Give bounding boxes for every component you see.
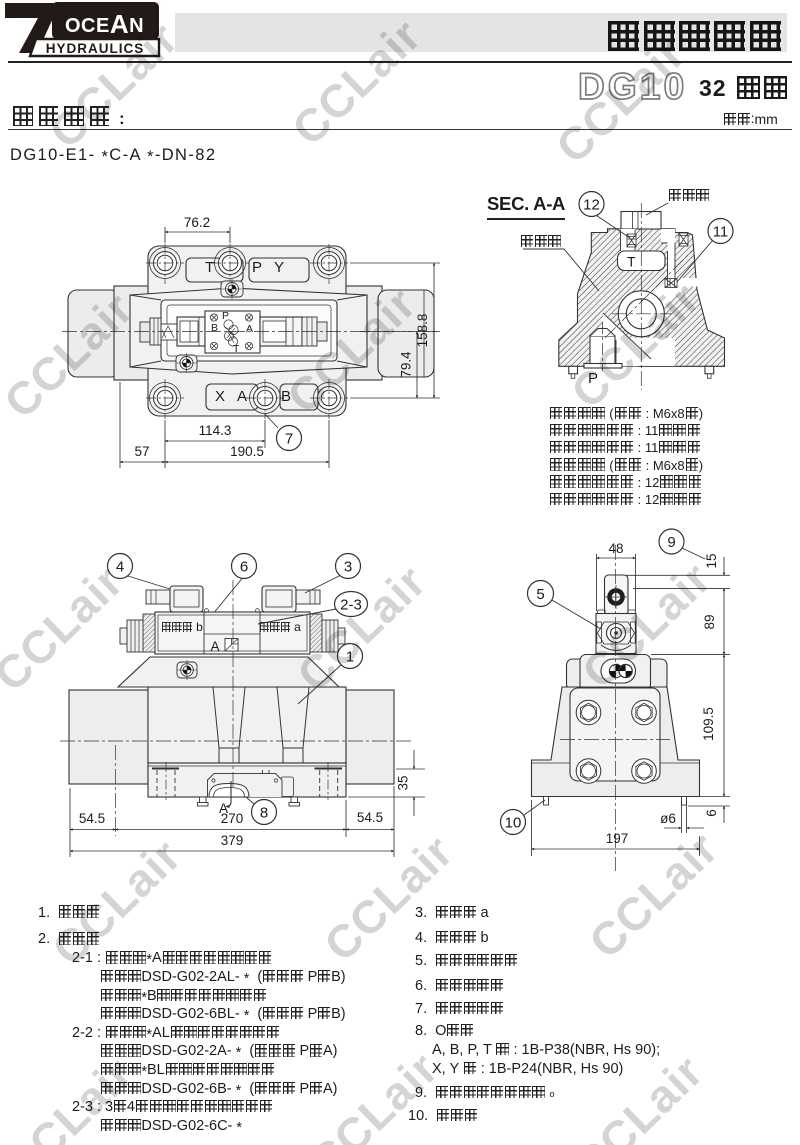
svg-text:5: 5 xyxy=(536,586,544,603)
svg-text:79.4: 79.4 xyxy=(399,351,414,378)
svg-text:T: T xyxy=(627,254,636,270)
svg-text:6: 6 xyxy=(704,809,719,817)
svg-text:A: A xyxy=(211,639,220,654)
svg-text:8: 8 xyxy=(260,805,268,822)
svg-text:P: P xyxy=(252,259,262,276)
svg-text:Y: Y xyxy=(274,259,284,276)
svg-text:A: A xyxy=(246,323,253,335)
svg-text:109.5: 109.5 xyxy=(701,707,716,741)
svg-text:4: 4 xyxy=(116,559,124,576)
svg-text:114.3: 114.3 xyxy=(199,423,232,438)
svg-text:B: B xyxy=(211,322,218,334)
svg-text:B: B xyxy=(281,388,291,405)
svg-text:10: 10 xyxy=(505,815,522,832)
svg-text:T: T xyxy=(233,343,240,355)
svg-text:158.8: 158.8 xyxy=(415,314,430,348)
svg-text:3: 3 xyxy=(344,559,352,576)
svg-text:T: T xyxy=(205,259,214,276)
svg-text:DG10: DG10 xyxy=(578,66,687,106)
svg-text:270: 270 xyxy=(221,811,244,826)
svg-text:X: X xyxy=(215,388,225,405)
svg-text:54.5: 54.5 xyxy=(357,810,383,825)
svg-text:11: 11 xyxy=(713,224,729,241)
svg-text:35: 35 xyxy=(396,775,411,790)
svg-text:ø6: ø6 xyxy=(660,811,676,826)
svg-text:15: 15 xyxy=(704,553,719,568)
svg-text:190.5: 190.5 xyxy=(230,444,264,459)
svg-text:A: A xyxy=(237,388,247,405)
svg-text:379: 379 xyxy=(221,833,244,848)
svg-text:A: A xyxy=(219,801,228,816)
svg-text:2-3: 2-3 xyxy=(340,597,362,614)
svg-text:57: 57 xyxy=(134,444,149,459)
svg-text:89: 89 xyxy=(702,614,717,629)
svg-text:7: 7 xyxy=(285,431,293,448)
svg-text:9: 9 xyxy=(667,534,675,551)
svg-text:48: 48 xyxy=(608,541,623,556)
svg-text:P: P xyxy=(588,370,598,387)
svg-text:6: 6 xyxy=(240,559,248,576)
svg-text:12: 12 xyxy=(583,197,600,214)
svg-text:54.5: 54.5 xyxy=(79,811,105,826)
svg-text:1: 1 xyxy=(346,649,354,666)
svg-text:HYDRAULICS: HYDRAULICS xyxy=(46,41,145,56)
svg-text:197: 197 xyxy=(606,831,629,846)
svg-text:P: P xyxy=(222,310,229,322)
svg-text:76.2: 76.2 xyxy=(184,215,210,230)
